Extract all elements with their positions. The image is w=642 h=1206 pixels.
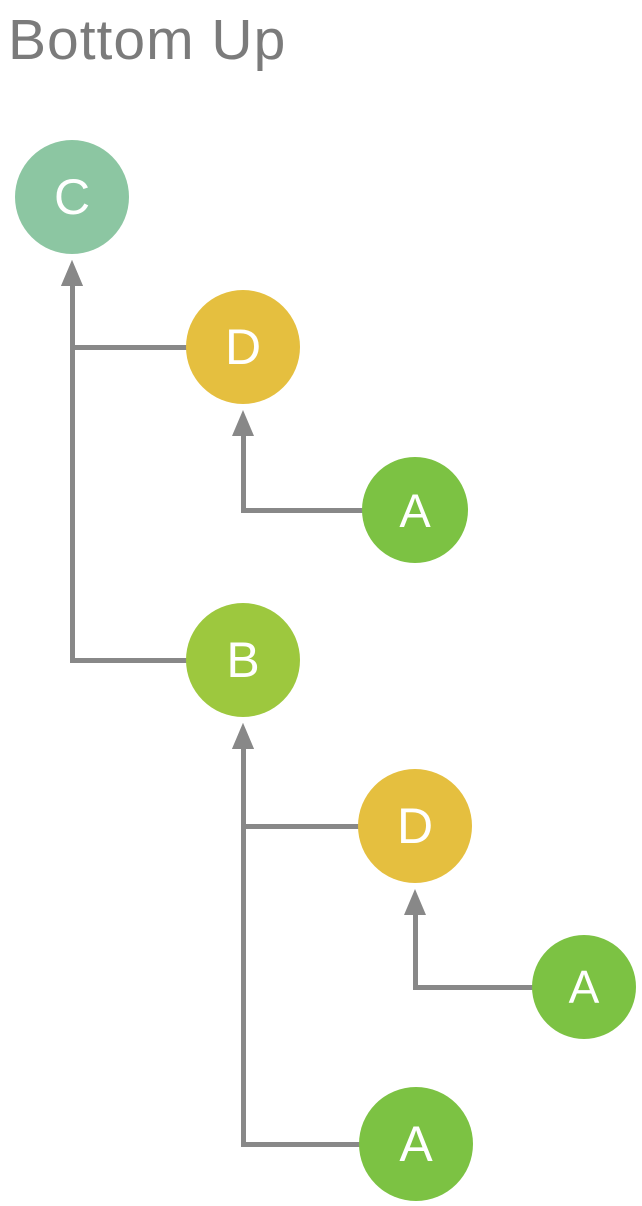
node-label: A	[399, 483, 431, 537]
edge-line-horizontal	[69, 344, 188, 350]
arrow-up-icon	[61, 260, 83, 286]
arrow-up-icon	[232, 723, 254, 749]
edge-line-vertical	[412, 909, 418, 990]
node-label: A	[399, 1116, 433, 1172]
edge-line-vertical	[240, 430, 246, 513]
node-label: D	[224, 319, 262, 375]
arrow-up-icon	[404, 889, 426, 915]
edge-line-horizontal	[69, 657, 188, 663]
node-label: B	[226, 632, 260, 688]
node-B: B	[186, 603, 300, 717]
node-label: D	[396, 798, 434, 854]
edge-line-vertical	[69, 280, 75, 663]
edge-line-horizontal	[240, 1141, 361, 1147]
edge-line-horizontal	[240, 823, 360, 829]
node-C: C	[15, 140, 129, 254]
node-D1: D	[186, 290, 300, 404]
node-label: A	[568, 961, 600, 1013]
page-title: Bottom Up	[8, 8, 287, 72]
edge-line-horizontal	[240, 507, 364, 513]
node-A2: A	[532, 935, 636, 1039]
arrow-up-icon	[232, 410, 254, 436]
node-A1: A	[362, 457, 468, 563]
node-A3: A	[359, 1087, 473, 1201]
node-D2: D	[358, 769, 472, 883]
edge-line-horizontal	[412, 984, 534, 990]
edge-line-vertical	[240, 743, 246, 1147]
node-label: C	[53, 169, 91, 225]
